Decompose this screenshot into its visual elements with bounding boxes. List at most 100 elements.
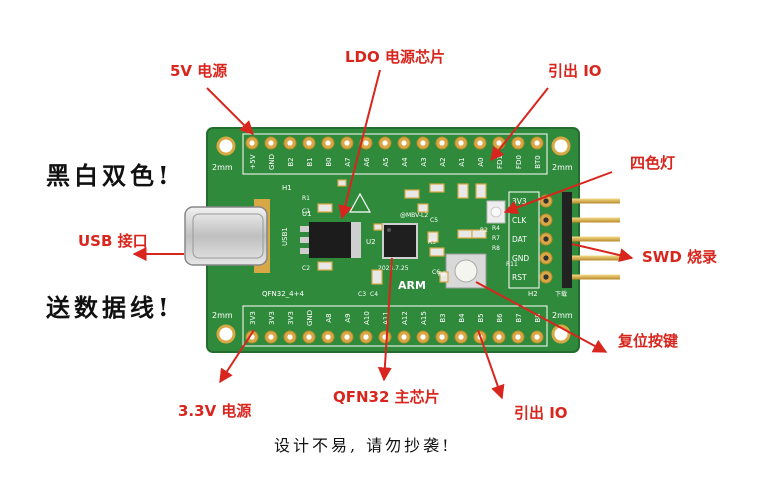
passive-component (475, 183, 487, 199)
bottom-pin-pad-hole (401, 334, 407, 340)
bottom-pin-label: A8 (325, 313, 333, 322)
passive-component (417, 203, 429, 213)
bottom-pin-label: B5 (477, 313, 485, 322)
passive-component (457, 229, 473, 239)
component-ref-label: R4 (492, 225, 500, 232)
top-pin-pad-hole (401, 140, 407, 146)
top-pin-label: B1 (306, 157, 314, 166)
ldo-regulator: U1 (300, 210, 361, 258)
passive-component (317, 203, 333, 213)
top-pin-label: A1 (458, 157, 466, 166)
ldo-body (309, 222, 351, 258)
bottom-pin-label: B8 (534, 313, 542, 322)
callout-ldo: LDO 电源芯片 (345, 48, 445, 66)
top-pin-pad-hole (477, 140, 483, 146)
usb-silk-label: USB1 (281, 227, 289, 246)
top-pin-pad-hole (287, 140, 293, 146)
swd-pin-label: CLK (512, 216, 527, 225)
mount-hole-tr (551, 136, 571, 156)
swd-pin-metal (572, 255, 620, 261)
bottom-pin-pad-hole (306, 334, 312, 340)
passive-component (373, 223, 383, 231)
rgb-led-lens (490, 206, 502, 218)
top-pin-label: A0 (477, 157, 485, 166)
note-two-colors: 黑白双色! (46, 161, 173, 190)
top-pin-label: B2 (287, 157, 295, 166)
swd-silk-outline (508, 191, 540, 289)
label-model: QFN32_4+4 (262, 290, 304, 298)
top-pin-pad-hole (325, 140, 331, 146)
swd-plastic-spacer (562, 192, 572, 288)
passive-component (337, 179, 347, 187)
bottom-pin-label: B3 (439, 313, 447, 322)
label-swd-download: 下载 (555, 290, 567, 298)
note-cable-included: 送数据线! (46, 293, 173, 322)
component-ref-label: R2 (480, 227, 488, 234)
callout-mcu: QFN32 主芯片 (333, 388, 440, 406)
bottom-pin-pad-hole (515, 334, 521, 340)
top-pin-label: A7 (344, 157, 352, 166)
callout-usb: USB 接口 (78, 232, 148, 250)
bottom-pin-pad-hole (268, 334, 274, 340)
bottom-pin-label: GND (306, 310, 314, 326)
top-pin-pad-hole (439, 140, 445, 146)
label-2mm-br: 2mm (552, 311, 573, 320)
bottom-pin-label: B6 (496, 313, 504, 323)
callout-io-bottom: 引出 IO (514, 404, 568, 422)
arrow-io-bottom (477, 329, 505, 400)
bottom-pin-label: 3V3 (268, 311, 276, 325)
callout-reset: 复位按键 (618, 332, 679, 350)
top-pin-label: A4 (401, 157, 409, 167)
top-pin-label: A2 (439, 157, 447, 166)
swd-pin-label: GND (512, 254, 529, 263)
bottom-pin-label: B4 (458, 313, 466, 323)
label-u2: U2 (366, 238, 376, 246)
bottom-pin-label: 3V3 (287, 311, 295, 325)
swd-pin-metal (572, 198, 620, 204)
top-pin-label: FD0 (515, 155, 523, 169)
passive-component (427, 231, 439, 243)
label-date: 2023.7.25 (378, 265, 409, 272)
ldo-pin-2 (300, 237, 309, 243)
mcu-pin1-dot (387, 228, 391, 232)
arrow-ldo (338, 69, 381, 220)
bottom-pin-pad-hole (287, 334, 293, 340)
component-ref-label: R7 (492, 235, 500, 242)
component-ref-label: R1 (302, 195, 310, 202)
bottom-pin-label: A10 (363, 311, 371, 325)
swd-pin-metal (572, 217, 620, 223)
usb-shell-inner (192, 213, 264, 259)
bottom-pin-pad-hole (363, 334, 369, 340)
component-ref-label: C3 (358, 291, 366, 298)
bottom-pin-pad-hole (496, 334, 502, 340)
top-pin-pad-hole (268, 140, 274, 146)
passive-component (404, 189, 420, 199)
top-pin-pad-hole (249, 140, 255, 146)
top-pin-pad-hole (515, 140, 521, 146)
arrow-rgb (503, 171, 613, 215)
label-u1: U1 (302, 210, 312, 218)
callout-5v-power: 5V 电源 (170, 62, 228, 80)
bottom-pin-pad-hole (420, 334, 426, 340)
reset-button-component (445, 253, 487, 289)
top-pin-pad-hole (382, 140, 388, 146)
mount-hole-bl (216, 324, 236, 344)
swd-pin-metal (572, 274, 620, 280)
top-header-outline (242, 133, 548, 175)
component-ref-label: C4 (370, 291, 378, 298)
component-ref-label: C5 (430, 217, 438, 224)
label-mbv: @MBV-L2 (400, 212, 428, 219)
top-pin-pad-hole (458, 140, 464, 146)
swd-pad-hole (543, 198, 549, 204)
bottom-pin-label: 3V3 (249, 311, 257, 325)
footer-copyright-note: 设计不易, 请勿抄袭! (274, 436, 452, 455)
logo-triangle-icon (348, 192, 372, 213)
bottom-pin-pad-hole (439, 334, 445, 340)
top-pin-pad-hole (306, 140, 312, 146)
ldo-pin-3 (300, 248, 309, 254)
callout-swd: SWD 烧录 (642, 248, 718, 266)
